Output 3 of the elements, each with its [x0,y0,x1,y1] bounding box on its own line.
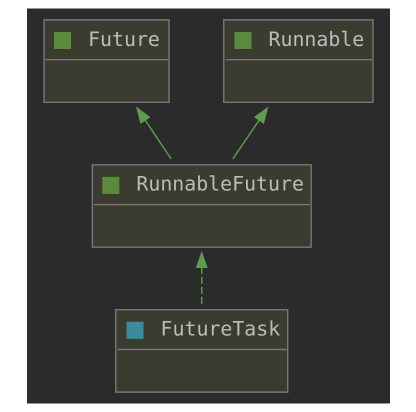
arrow [135,106,172,160]
arrow [195,250,208,304]
arrow [232,106,268,160]
